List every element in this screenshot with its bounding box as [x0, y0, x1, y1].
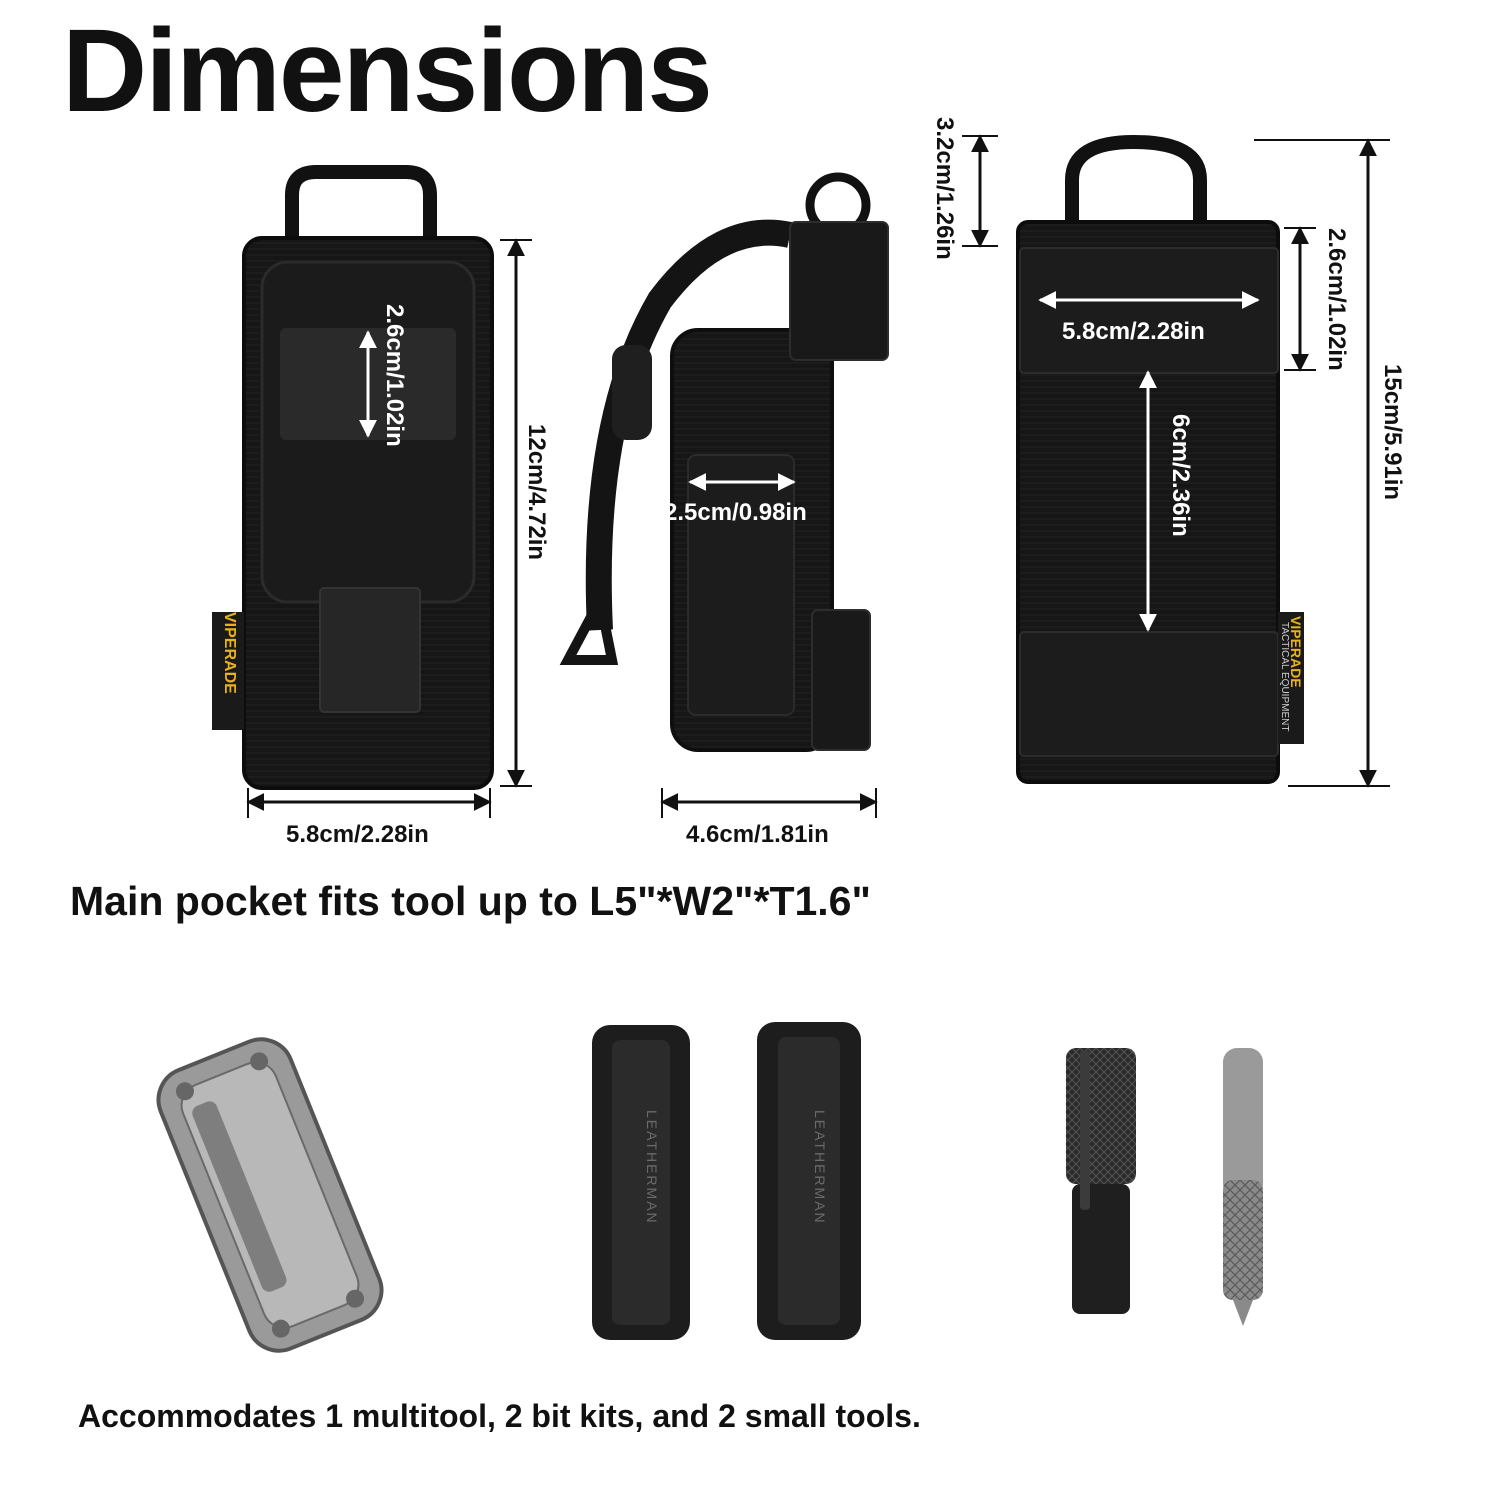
- back-strap-label: 2.6cm/1.02in: [1323, 228, 1350, 371]
- back-width-label: 5.8cm/2.28in: [1062, 318, 1205, 345]
- pouch-back: [1016, 134, 1304, 784]
- bit-kit-left-label: LEATHERMAN: [644, 1110, 660, 1225]
- front-velcro-label: 2.6cm/1.02in: [381, 304, 408, 447]
- multitool-image: [156, 1037, 384, 1353]
- pouch-front: [212, 165, 494, 790]
- front-height-label: 12cm/4.72in: [523, 424, 550, 561]
- side-slot-label: 2.5cm/0.98in: [664, 499, 807, 526]
- back-brand-label: VIPERADE: [1288, 616, 1304, 688]
- side-width-label: 4.6cm/1.81in: [686, 821, 829, 848]
- bit-kit-right-label: LEATHERMAN: [812, 1110, 828, 1225]
- fit-caption: Main pocket fits tool up to L5"*W2"*T1.6…: [70, 878, 871, 924]
- back-height-label: 15cm/5.91in: [1379, 364, 1406, 501]
- pouch-side: [559, 172, 889, 752]
- back-loop-label: 6cm/2.36in: [1167, 414, 1194, 537]
- back-ring-label: 3.2cm/1.26in: [931, 117, 958, 260]
- bit-kit-left: [592, 1025, 690, 1340]
- tactical-pen-image: [1223, 1048, 1263, 1326]
- page-title: Dimensions: [62, 5, 713, 137]
- bit-kit-right: [757, 1022, 861, 1340]
- back-brand-sub-label: TACTICAL EQUIPMENT: [1279, 622, 1290, 732]
- accommodates-caption: Accommodates 1 multitool, 2 bit kits, an…: [78, 1398, 921, 1434]
- front-brand-label: VIPERADE: [221, 612, 238, 694]
- front-width-label: 5.8cm/2.28in: [286, 821, 429, 848]
- flashlight-image: [1066, 1048, 1136, 1314]
